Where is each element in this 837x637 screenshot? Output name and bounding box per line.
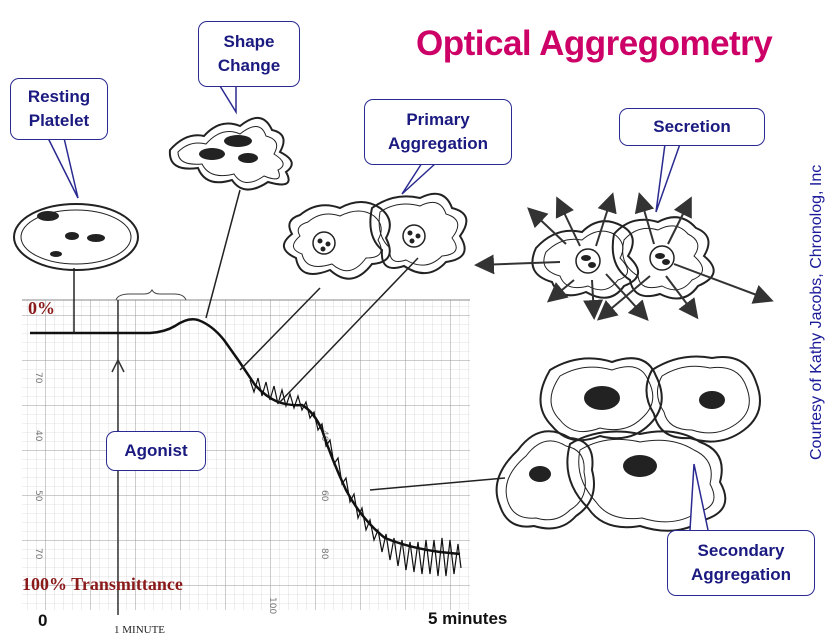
svg-text:100: 100 [267,597,277,614]
chart-paper-grid [22,299,470,610]
minute-scale-label: 1 MINUTE [114,624,166,636]
image-credit: Courtesy of Kathy Jacobs, Chronolog, Inc [808,164,825,460]
callout-tails [47,85,709,531]
callout-resting-platelet: Resting Platelet [10,78,108,140]
shape-change-sketch [168,117,293,191]
pointer-lines [73,189,506,491]
callout-secretion: Secretion [619,108,765,146]
page-title: Optical Aggregometry [416,24,773,63]
svg-text:70: 70 [33,548,43,560]
resting-platelet-sketch [13,203,139,271]
svg-text:70: 70 [33,372,43,384]
secondary-aggregation-sketch [495,355,761,532]
callout-primary-aggregation: Primary Aggregation [364,99,512,165]
axis-top-label: 0% [28,298,55,318]
primary-aggregation-sketch [283,192,468,280]
svg-text:40: 40 [33,430,43,442]
axis-x-end: 5 minutes [428,609,508,628]
callout-agonist: Agonist [106,431,206,471]
callout-secondary-aggregation: Secondary Aggregation [667,530,815,596]
aggregation-trace [30,318,462,577]
callout-shape-change: Shape Change [198,21,300,87]
svg-text:80: 80 [319,548,329,560]
secretion-sketch [474,192,774,321]
axis-x-start: 0 [38,611,48,630]
axis-bottom-label: 100% Transmittance [22,574,183,594]
svg-text:50: 50 [33,490,43,502]
svg-text:60: 60 [319,490,329,502]
